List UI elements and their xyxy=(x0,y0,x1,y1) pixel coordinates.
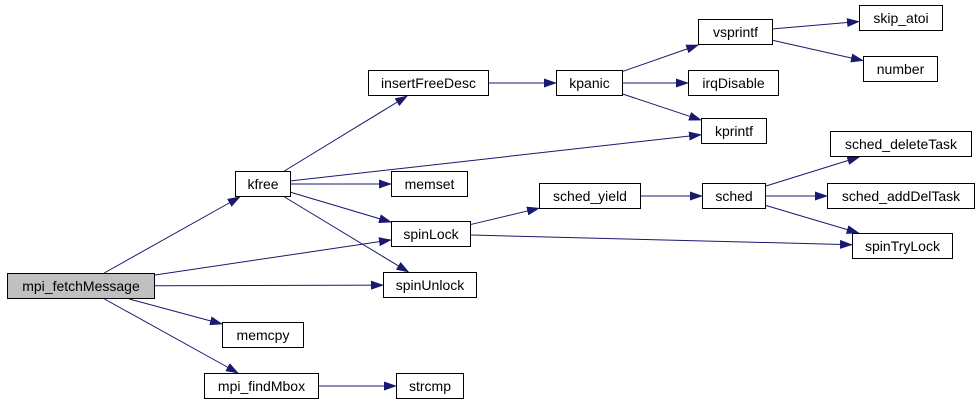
node-mpi_findMbox[interactable]: mpi_findMbox xyxy=(204,373,319,399)
node-kprintf[interactable]: kprintf xyxy=(701,118,767,144)
node-kpanic[interactable]: kpanic xyxy=(556,70,623,96)
edge-kfree-to-kprintf xyxy=(290,131,702,182)
edge-mpi_fetchMessage-to-spinLock xyxy=(154,237,392,276)
node-number[interactable]: number xyxy=(863,56,938,82)
edge-mpi_fetchMessage-to-spinUnlock xyxy=(154,280,384,290)
edge-mpi_fetchMessage-to-memcpy xyxy=(129,298,223,326)
node-memset[interactable]: memset xyxy=(391,171,468,197)
edge-spinLock-to-spinTryLock xyxy=(470,234,853,249)
node-sched_yield[interactable]: sched_yield xyxy=(539,183,641,209)
edge-sched-to-sched_deleteTask xyxy=(765,156,861,187)
edge-mpi_fetchMessage-to-kfree xyxy=(103,196,241,274)
node-vsprintf[interactable]: vsprintf xyxy=(698,19,773,45)
node-irqDisable[interactable]: irqDisable xyxy=(688,70,779,96)
node-kfree[interactable]: kfree xyxy=(235,171,291,197)
node-sched_deleteTask[interactable]: sched_deleteTask xyxy=(830,131,972,157)
node-spinUnlock[interactable]: spinUnlock xyxy=(383,272,477,298)
node-memcpy[interactable]: memcpy xyxy=(222,322,304,348)
node-spinTryLock[interactable]: spinTryLock xyxy=(852,233,953,259)
edge-vsprintf-to-skip_atoi xyxy=(772,18,860,30)
node-strcmp[interactable]: strcmp xyxy=(396,373,464,399)
node-insertFreeDesc[interactable]: insertFreeDesc xyxy=(368,70,489,96)
node-sched_addDelTask[interactable]: sched_addDelTask xyxy=(827,183,975,209)
edge-kfree-to-insertFreeDesc xyxy=(284,95,409,172)
node-spinLock[interactable]: spinLock xyxy=(391,221,471,247)
edge-kfree-to-spinLock xyxy=(290,191,392,223)
edge-vsprintf-to-number xyxy=(772,39,864,63)
edge-kfree-to-spinUnlock xyxy=(284,196,410,273)
node-skip_atoi[interactable]: skip_atoi xyxy=(859,5,943,31)
edge-kpanic-to-vsprintf xyxy=(622,44,700,72)
edge-kpanic-to-kprintf xyxy=(622,93,702,121)
edge-spinLock-to-sched_yield xyxy=(470,206,540,225)
edge-mpi_fetchMessage-to-mpi_findMbox xyxy=(104,298,239,374)
node-sched[interactable]: sched xyxy=(702,183,766,209)
node-mpi_fetchMessage: mpi_fetchMessage xyxy=(7,273,155,299)
edge-sched-to-spinTryLock xyxy=(765,205,860,234)
